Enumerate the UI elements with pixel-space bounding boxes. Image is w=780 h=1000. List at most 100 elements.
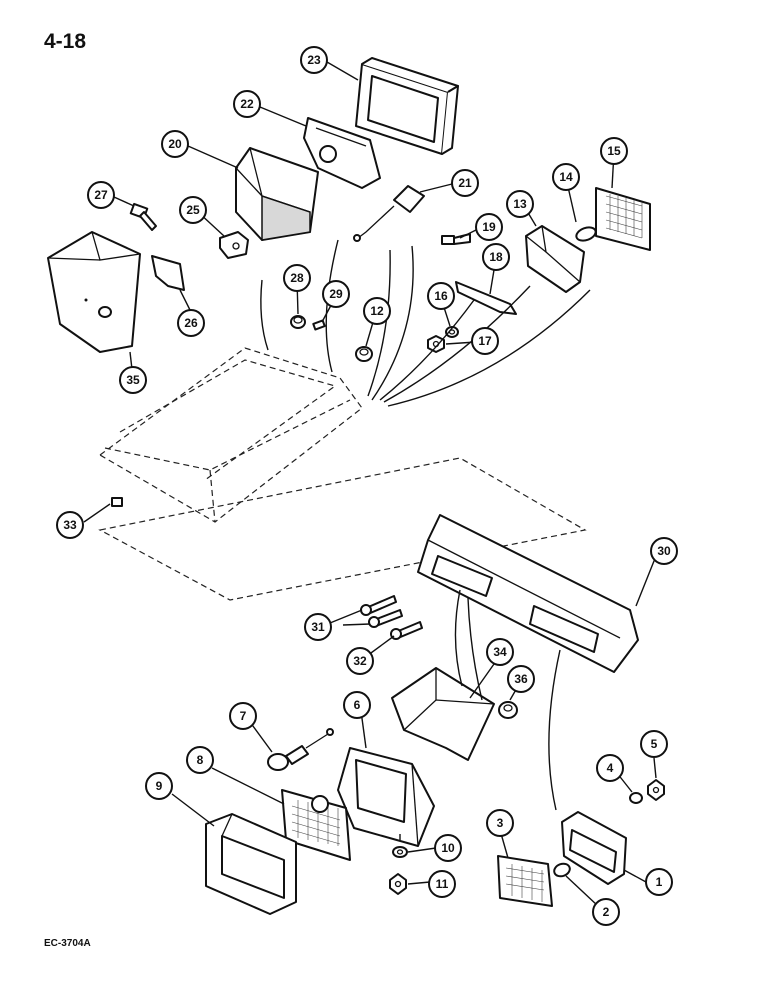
callout-20: 20 (161, 130, 189, 158)
svg-text:1: 1 (656, 875, 663, 889)
part-27-bolt (129, 202, 157, 231)
part-36-grommet (498, 701, 518, 719)
callout-32: 32 (346, 647, 374, 675)
callout-17: 17 (471, 327, 499, 355)
callout-27: 27 (87, 181, 115, 209)
part-4-washer (629, 792, 643, 804)
callout-14: 14 (552, 163, 580, 191)
svg-text:10: 10 (441, 841, 455, 855)
callout-19: 19 (475, 213, 503, 241)
callout-5: 5 (640, 730, 668, 758)
svg-text:23: 23 (307, 53, 321, 67)
part-30-front-panel (417, 514, 639, 673)
callout-25: 25 (179, 196, 207, 224)
svg-text:8: 8 (197, 753, 204, 767)
callout-1: 1 (645, 868, 673, 896)
callout-15: 15 (600, 137, 628, 165)
part-11-nut (389, 873, 407, 895)
part-8-lens-assembly (281, 789, 351, 861)
callout-3: 3 (486, 809, 514, 837)
callout-13: 13 (506, 190, 534, 218)
part-2-bulb (553, 862, 571, 878)
part-29-plug (312, 319, 326, 331)
page-number: 4-18 (44, 30, 87, 53)
callout-35: 35 (119, 366, 147, 394)
callout-6: 6 (343, 691, 371, 719)
svg-text:14: 14 (559, 170, 573, 184)
part-1-lamp-housing (561, 811, 627, 885)
svg-text:31: 31 (311, 620, 325, 634)
part-31-screw-upper (360, 595, 397, 616)
callout-12: 12 (363, 297, 391, 325)
svg-text:19: 19 (482, 220, 496, 234)
svg-text:32: 32 (353, 654, 367, 668)
part-21-bulb (353, 185, 425, 242)
svg-text:29: 29 (329, 287, 343, 301)
svg-text:26: 26 (184, 316, 198, 330)
svg-text:7: 7 (240, 709, 247, 723)
callout-18: 18 (482, 243, 510, 271)
svg-text:4: 4 (607, 761, 614, 775)
part-7-bulb (267, 728, 334, 771)
part-13-lamp-body (525, 225, 585, 293)
callout-10: 10 (434, 834, 462, 862)
part-22-mounting-plate (303, 117, 381, 189)
callout-2: 2 (592, 898, 620, 926)
part-9-outer-bezel (205, 813, 297, 915)
callout-9: 9 (145, 772, 173, 800)
part-20-light-housing (235, 147, 319, 241)
svg-text:3: 3 (497, 816, 504, 830)
svg-text:36: 36 (514, 672, 528, 686)
part-28-grommet (290, 315, 306, 329)
callout-7: 7 (229, 702, 257, 730)
part-12-grommet (355, 346, 373, 362)
roof-panel-outline (98, 347, 587, 601)
svg-text:21: 21 (458, 176, 472, 190)
callout-21: 21 (451, 169, 479, 197)
svg-text:33: 33 (63, 518, 77, 532)
callout-31: 31 (304, 613, 332, 641)
part-10-washer (392, 846, 408, 858)
svg-text:13: 13 (513, 197, 527, 211)
svg-text:11: 11 (436, 877, 449, 891)
callout-11: 11 (428, 870, 456, 898)
svg-text:12: 12 (370, 304, 384, 318)
callout-28: 28 (283, 264, 311, 292)
part-26-clip (151, 255, 185, 291)
callout-23: 23 (300, 46, 328, 74)
part-23-bezel-frame (355, 57, 459, 155)
callout-22: 22 (233, 90, 261, 118)
svg-text:2: 2 (603, 905, 610, 919)
part-3-lens (497, 855, 553, 907)
callout-4: 4 (596, 754, 624, 782)
svg-text:20: 20 (168, 137, 182, 151)
svg-text:35: 35 (126, 373, 140, 387)
svg-text:28: 28 (290, 271, 304, 285)
callout-26: 26 (177, 309, 205, 337)
part-34-shroud (391, 667, 495, 761)
svg-text:9: 9 (156, 779, 163, 793)
svg-text:6: 6 (354, 698, 361, 712)
part-15-lens (595, 187, 651, 251)
callout-36: 36 (507, 665, 535, 693)
svg-text:30: 30 (657, 544, 671, 558)
svg-text:22: 22 (240, 97, 254, 111)
part-25-bracket (219, 231, 249, 259)
callout-34: 34 (486, 638, 514, 666)
part-14-bulb (575, 226, 597, 242)
svg-text:17: 17 (478, 334, 492, 348)
svg-text:27: 27 (94, 188, 108, 202)
figure-code: EC-3704A (44, 938, 91, 949)
part-31-screw-lower (368, 609, 403, 628)
callout-16: 16 (427, 282, 455, 310)
svg-text:5: 5 (651, 737, 658, 751)
callout-30: 30 (650, 537, 678, 565)
svg-text:34: 34 (493, 645, 507, 659)
svg-text:18: 18 (489, 250, 503, 264)
part-17-nut (427, 335, 445, 353)
svg-text:15: 15 (607, 144, 621, 158)
callout-33: 33 (56, 511, 84, 539)
svg-text:16: 16 (434, 289, 448, 303)
part-18-bracket (455, 281, 517, 315)
